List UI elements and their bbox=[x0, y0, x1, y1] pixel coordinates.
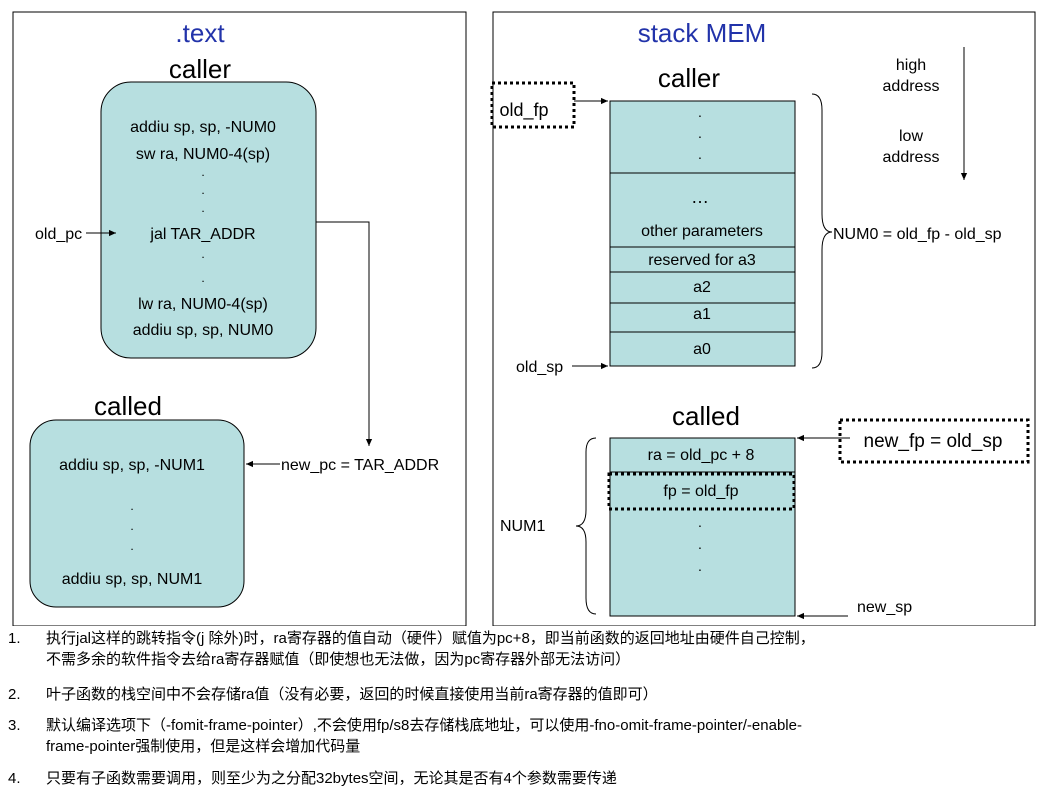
caller-cell-a0 bbox=[609, 331, 796, 367]
called-cell-fp-box bbox=[607, 472, 796, 511]
caller-title: caller bbox=[169, 54, 231, 84]
called-cell-dot: . bbox=[698, 514, 702, 530]
called-dot: . bbox=[130, 539, 133, 553]
note-number: 3. bbox=[8, 717, 21, 734]
jal-target-arrow bbox=[316, 221, 373, 446]
caller-cell-reserved-text: reserved for a3 bbox=[648, 252, 756, 269]
called-code-box bbox=[29, 419, 245, 608]
called-cell-ra bbox=[609, 437, 796, 473]
called-line-addiu-restore: addiu sp, sp, NUM1 bbox=[62, 571, 203, 588]
note-number: 1. bbox=[8, 630, 21, 647]
text-panel-title: .text bbox=[175, 18, 225, 48]
called-cell-dot: . bbox=[698, 558, 702, 574]
called-dot: . bbox=[130, 519, 133, 533]
caller-dot: . bbox=[201, 201, 204, 215]
caller-cell-dots bbox=[609, 100, 796, 174]
stack-panel-title: stack MEM bbox=[638, 18, 767, 48]
called-stack-frame: ra = old_pc + 8 fp = old_fp . . . bbox=[607, 437, 796, 617]
note-text: 默认编译选项下（-fomit-frame-pointer）,不会使用fp/s8去… bbox=[46, 717, 802, 755]
caller-line-lw: lw ra, NUM0-4(sp) bbox=[138, 296, 268, 313]
caller-cell-a1-text: a1 bbox=[693, 306, 711, 323]
caller-cell-dot: . bbox=[698, 146, 702, 162]
note-number: 2. bbox=[8, 686, 21, 703]
called-cell-ra-text: ra = old_pc + 8 bbox=[648, 447, 755, 464]
caller-line-addiu: addiu sp, sp, -NUM0 bbox=[130, 119, 276, 136]
stack-panel bbox=[492, 11, 1036, 626]
caller-dot: . bbox=[201, 247, 204, 261]
stack-caller-title: caller bbox=[658, 63, 720, 93]
note-text: 叶子函数的栈空间中不会存储ra值（没有必要，返回的时候直接使用当前ra寄存器的值… bbox=[46, 686, 658, 703]
caller-cell-a2 bbox=[609, 271, 796, 304]
caller-line-sw: sw ra, NUM0-4(sp) bbox=[136, 146, 270, 163]
note-text: 执行jal这样的跳转指令(j 除外)时，ra寄存器的值自动（硬件）赋值为pc+8… bbox=[46, 630, 815, 668]
caller-cell-a1 bbox=[609, 302, 796, 333]
new-fp-label: new_fp = old_sp bbox=[864, 431, 1003, 452]
caller-dot: . bbox=[201, 183, 204, 197]
caller-cell-a0-text: a0 bbox=[693, 341, 711, 358]
caller-dot: . bbox=[201, 165, 204, 179]
caller-cell-dot: . bbox=[698, 125, 702, 141]
num1-label: NUM1 bbox=[500, 518, 545, 535]
new-sp-label: new_sp bbox=[857, 599, 912, 616]
num0-brace bbox=[811, 93, 833, 369]
called-cell-body bbox=[609, 471, 796, 617]
text-panel bbox=[12, 11, 467, 626]
called-title: called bbox=[94, 391, 162, 421]
old-sp-label: old_sp bbox=[516, 359, 563, 376]
old-fp-label: old_fp bbox=[499, 100, 548, 121]
called-dot: . bbox=[130, 499, 133, 513]
note-text: 只要有子函数需要调用，则至少为之分配32bytes空间，无论其是否有4个参数需要… bbox=[46, 770, 617, 787]
old-fp-box bbox=[490, 81, 576, 129]
caller-code-box bbox=[100, 81, 317, 359]
called-cell-dot: . bbox=[698, 536, 702, 552]
called-cell-fp-text: fp = old_fp bbox=[663, 483, 738, 500]
stack-frame-diagram: .text caller addiu sp, sp, -NUM0 sw ra, … bbox=[12, 11, 1036, 626]
caller-line-addiu-restore: addiu sp, sp, NUM0 bbox=[133, 322, 274, 339]
caller-cell-a2-text: a2 bbox=[693, 279, 711, 296]
caller-cell-reserved-a3 bbox=[609, 246, 796, 273]
caller-line-jal: jal TAR_ADDR bbox=[149, 226, 255, 243]
caller-cell-dot: . bbox=[698, 104, 702, 120]
caller-cell-ellipsis: … bbox=[691, 187, 709, 207]
new-fp-box bbox=[838, 418, 1030, 464]
num0-label: NUM0 = old_fp - old_sp bbox=[833, 226, 1002, 243]
caller-cell-other-text: other parameters bbox=[641, 223, 763, 240]
num1-brace bbox=[575, 437, 597, 615]
caller-cell-other-params bbox=[609, 172, 796, 248]
stack-called-title: called bbox=[672, 401, 740, 431]
new-pc-label: new_pc = TAR_ADDR bbox=[281, 457, 439, 474]
called-line-addiu: addiu sp, sp, -NUM1 bbox=[59, 457, 205, 474]
old-pc-label: old_pc bbox=[35, 226, 82, 243]
caller-dot: . bbox=[201, 271, 204, 285]
caller-stack-frame: . . . … other parameters reserved for a3… bbox=[609, 100, 796, 367]
note-number: 4. bbox=[8, 770, 21, 787]
